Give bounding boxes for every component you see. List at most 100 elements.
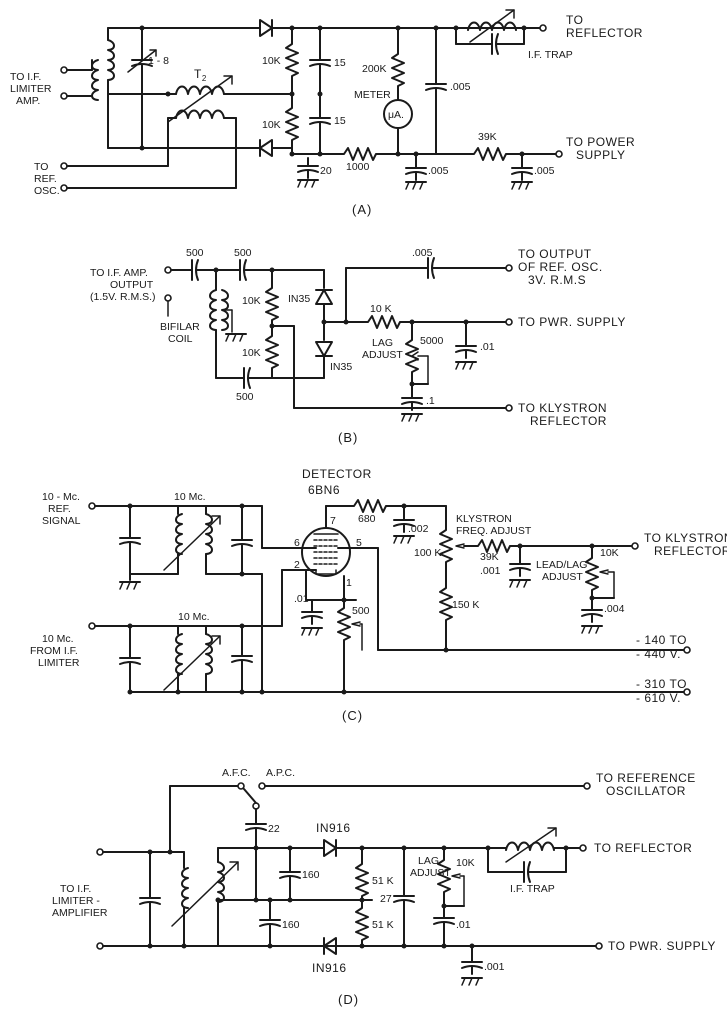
label-c-if-3: LIMITER: [38, 657, 80, 669]
label-c-004: .004: [604, 603, 625, 615]
terminal-b-output[interactable]: [505, 264, 513, 272]
diode-b-top: [315, 289, 333, 305]
terminal-c-v140[interactable]: [683, 646, 691, 654]
label-c-100k: 100 K: [414, 547, 441, 559]
capacitor-d-160-a: [279, 863, 301, 885]
label-a-if-trap: I.F. TRAP: [528, 49, 573, 61]
label-a-005-right: .005: [534, 165, 555, 177]
label-c-pin7: 7: [330, 515, 336, 527]
terminal-c-v310[interactable]: [683, 688, 691, 696]
label-b-output-3: 3V. R.M.S: [528, 273, 586, 287]
resistor-b-10k-c: [363, 315, 405, 329]
label-c-leadlag-2: ADJUST: [542, 571, 583, 583]
label-c-500: 500: [352, 605, 370, 617]
terminal-d-ref-osc[interactable]: [583, 782, 591, 790]
label-a-reflector-1: TO: [566, 13, 583, 27]
label-b-500-c: 500: [236, 391, 254, 403]
ground-c-5: [301, 627, 323, 636]
label-c-kly-1: KLYSTRON: [456, 513, 512, 525]
terminal-d-pwr[interactable]: [595, 942, 603, 950]
terminal-b-klystron[interactable]: [505, 404, 513, 412]
label-c-pin1: 1: [346, 577, 352, 589]
label-b-in-1: TO I.F. AMP.: [90, 267, 148, 279]
terminal-d-reflector[interactable]: [579, 844, 587, 852]
label-a-10k-top: 10K: [262, 55, 281, 67]
label-c-v140-1: - 140 TO: [636, 633, 687, 647]
resistor-a-10k-bot: [285, 103, 299, 145]
transformer-a-secondary: [107, 39, 115, 81]
label-c-klystron-2: REFLECTOR: [654, 544, 727, 558]
coil-d-secondary: [217, 861, 225, 903]
caption-a: (A): [352, 202, 372, 217]
label-a-in-3: AMP.: [16, 95, 40, 107]
capacitor-c-tune-4: [231, 647, 253, 669]
diagram-c: DETECTOR 6BN6 10 - Mc. REF. SIGNAL 10 Mc…: [30, 467, 727, 723]
label-a-1-8: 1 - 8: [148, 55, 169, 67]
potentiometer-c-500: [337, 603, 351, 645]
ground-c-1: [119, 581, 141, 590]
terminal-b-gnd[interactable]: [164, 294, 172, 302]
capacitor-c-tune-1: [119, 529, 141, 551]
ground-b-2: [455, 361, 477, 370]
resistor-d-51k-b: [355, 903, 369, 945]
potentiometer-c-100k: [439, 525, 453, 567]
diode-d-bot: [323, 937, 337, 955]
terminal-c-klystron[interactable]: [631, 542, 639, 550]
diode-a-bot: [259, 139, 273, 157]
label-c-if-1: 10 Mc.: [42, 633, 74, 645]
label-c-001: .001: [480, 565, 501, 577]
label-a-meter: METER: [354, 89, 391, 101]
capacitor-d-001: [461, 953, 483, 975]
label-a-39k: 39K: [478, 131, 497, 143]
label-d-apc: A.P.C.: [266, 767, 295, 779]
resistor-b-10k-a: [265, 283, 279, 325]
capacitor-a-005-bot: [405, 159, 427, 181]
label-c-klystron-1: TO KLYSTRON: [644, 531, 727, 545]
capacitor-a-if-trap: [483, 33, 505, 55]
label-d-in-1: TO I.F.: [60, 883, 91, 895]
switch-d-afc[interactable]: [237, 782, 245, 790]
label-c-01: .01: [294, 593, 309, 605]
diagram-d: A.F.C. A.P.C. 22 IN916 IN916 160 160 51 …: [52, 767, 715, 1007]
coil-c-top-a: [175, 513, 183, 555]
capacitor-b-500-a: [183, 259, 205, 281]
caption-d: (D): [338, 992, 359, 1007]
coil-c-bot-b: [205, 633, 213, 675]
capacitor-a-005-right: [511, 159, 533, 181]
label-d-lag-1: LAG: [418, 855, 439, 867]
label-b-1: .1: [426, 395, 435, 407]
label-d-01: .01: [456, 919, 471, 931]
label-a-15-top: 15: [334, 57, 346, 69]
resistor-c-680: [349, 499, 391, 513]
terminal-a-reflector[interactable]: [539, 24, 547, 32]
ground-b-1: [401, 413, 423, 422]
label-b-bifilar-1: BIFILAR: [160, 321, 200, 333]
capacitor-d-if-trap: [515, 861, 537, 883]
label-a-200k: 200K: [362, 63, 387, 75]
ground-c-4: [581, 625, 603, 634]
label-b-10k-c: 10 K: [370, 303, 392, 315]
label-a-ref-1: TO: [34, 161, 48, 173]
terminal-b-pwr[interactable]: [505, 318, 513, 326]
label-a-15-bot: 15: [334, 115, 346, 127]
capacitor-a-20: [297, 157, 319, 179]
label-c-detector: DETECTOR: [302, 467, 372, 481]
diagram-a: TO I.F. LIMITER AMP. 1 - 8 T2 TO REF. OS…: [10, 9, 642, 217]
terminal-a-power[interactable]: [555, 150, 563, 158]
label-b-500-b: 500: [234, 247, 252, 259]
diagram-b: TO I.F. AMP. OUTPUT (1.5V. R.M.S.) 500 5…: [90, 247, 625, 445]
potentiometer-c-10k: [585, 553, 599, 595]
label-d-in-3: AMPLIFIER: [52, 907, 108, 919]
label-a-ref-2: REF.: [34, 173, 57, 185]
capacitor-c-001: [509, 555, 531, 577]
label-a-ref-3: OSC.: [34, 185, 60, 197]
resistor-b-10k-b: [265, 331, 279, 373]
label-b-output-1: TO OUTPUT: [518, 247, 592, 261]
ground-a-2: [405, 181, 427, 190]
caption-b: (B): [338, 430, 358, 445]
capacitor-b-500-c: [235, 367, 257, 389]
capacitor-a-005-mid: [425, 75, 447, 97]
label-c-if-2: FROM I.F.: [30, 645, 78, 657]
label-a-in-2: LIMITER: [10, 83, 52, 95]
